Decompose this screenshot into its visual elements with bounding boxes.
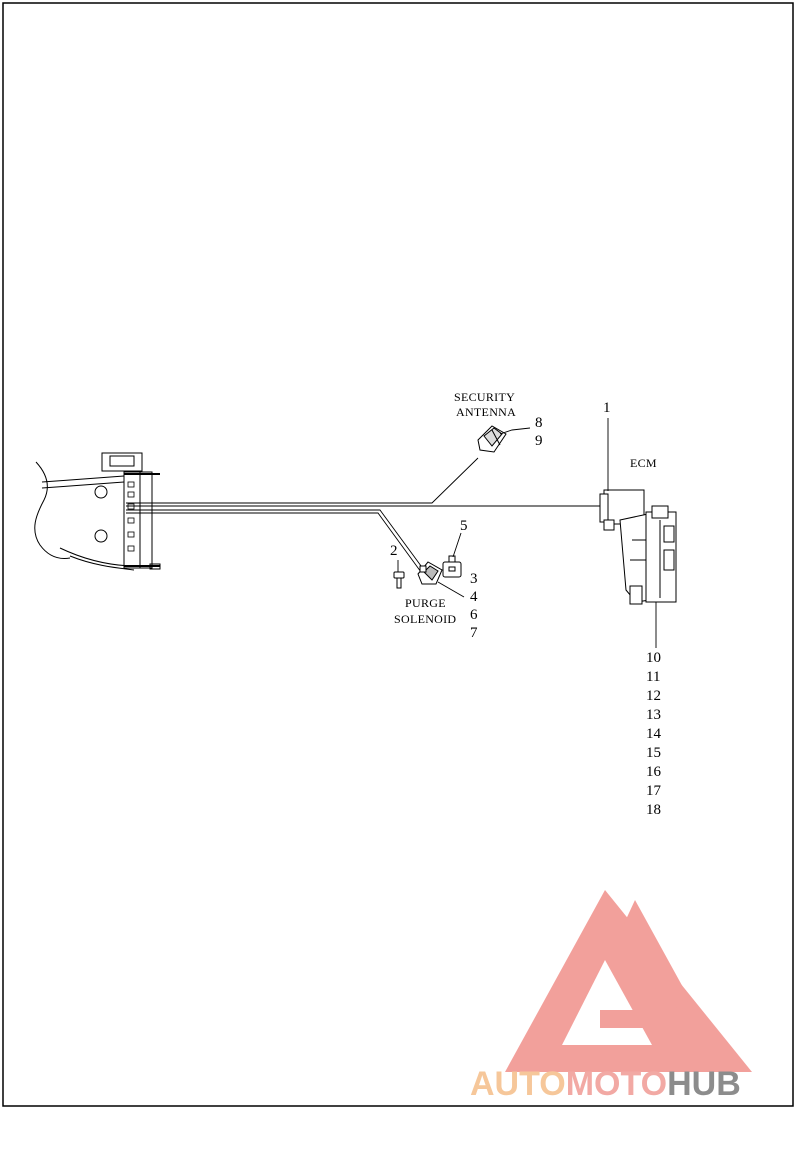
security-label-line2: ANTENNA [456,405,516,419]
logo-m-stroke [622,900,690,1012]
ecm-part-number: 15 [646,745,661,761]
connector-part [442,555,462,578]
ecm-part-number: 10 [646,650,661,666]
callout-3: 3 [470,571,478,587]
watermark-moto: MOTO [566,1065,667,1103]
callout-5: 5 [460,518,468,534]
page-border [2,2,794,1107]
harness-purge-branch [126,509,425,571]
callout-8: 8 [535,415,543,431]
purge-label-line2: SOLENOID [394,612,456,626]
logo-outer-triangle [505,890,752,1072]
watermark-hub: HUB [667,1065,741,1103]
ecm-assembly [599,489,677,605]
ecm-part-list: 10 11 12 13 14 15 16 17 18 [646,650,662,818]
logo-g-tail [600,1010,660,1028]
screw-part [393,571,405,589]
ecm-part-number: 17 [646,783,662,799]
ecm-label: ECM [630,456,657,470]
purge-solenoid [417,561,443,585]
watermark-text: AUTOMOTOHUB [470,1065,741,1103]
callout-6: 6 [470,607,478,623]
ecm-part-number: 16 [646,764,662,780]
security-antenna-connector [477,425,507,453]
callout-9: 9 [535,433,543,449]
chassis-frame [34,452,161,571]
watermark-auto: AUTO [470,1065,566,1103]
security-label-line1: SECURITY [454,390,515,404]
callout-7: 7 [470,625,478,641]
frame-rivet-column [127,481,135,552]
harness-main [126,457,479,504]
ecm-part-number: 18 [646,802,661,818]
callout-2: 2 [390,543,398,559]
ecm-part-number: 13 [646,707,661,723]
purge-label-line1: PURGE [405,596,446,610]
ecm-part-number: 14 [646,726,662,742]
watermark-logo [505,890,752,1072]
leader-lines [397,418,657,648]
ecm-part-number: 12 [646,688,661,704]
callout-1: 1 [603,400,611,416]
ecm-part-number: 11 [646,669,660,685]
callout-4: 4 [470,589,478,605]
wire-harness [126,457,606,573]
